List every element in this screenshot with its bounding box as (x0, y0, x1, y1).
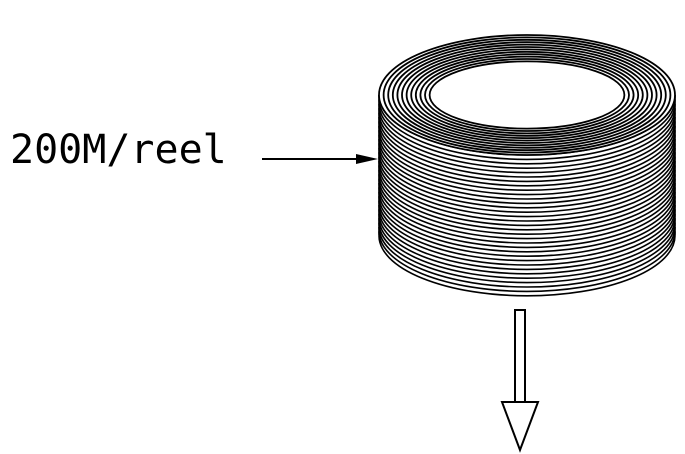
coil-winding-layer (378, 130, 676, 191)
coil-winding-layer (378, 103, 676, 165)
coil-winding-layer (378, 196, 676, 257)
coil-top-ring (382, 36, 672, 154)
coil-winding-layer (378, 231, 676, 293)
coil-winding-layer (378, 191, 676, 253)
coil-winding-layer (378, 174, 676, 235)
coil-top-ring (405, 48, 649, 142)
coil-winding-layer (378, 138, 676, 200)
coil-winding-layer (378, 200, 676, 262)
coil-top-ring (428, 60, 626, 130)
coil-winding-layer (378, 147, 676, 209)
coil-winding-layer (378, 213, 676, 275)
coil-winding-layer (378, 125, 676, 187)
coil-top-ring (410, 50, 644, 140)
down-arrow-icon (500, 309, 540, 453)
coil-winding-layer (378, 218, 676, 279)
coil-winding-layer (378, 156, 676, 218)
coil-winding-layer (378, 143, 676, 205)
coil-winding-layer (378, 178, 676, 240)
coil-layers (378, 94, 676, 297)
coil-winding-layer (378, 134, 676, 196)
coil-winding-layer (378, 235, 676, 297)
coil-winding-layer (378, 165, 676, 227)
coil-winding-layer (378, 108, 676, 169)
coil-top-ring (401, 46, 653, 144)
coil-top-ring (396, 43, 658, 147)
coil-winding-layer (378, 112, 676, 174)
coil-top-ring (387, 38, 667, 152)
reel-length-label: 200M/reel (10, 127, 227, 173)
coil-top-rings (378, 34, 676, 156)
coil-winding-layer (378, 152, 676, 213)
coil-top-ring (414, 53, 640, 137)
coil-winding-layer (378, 121, 676, 183)
coil-top-ring (378, 34, 676, 156)
coil-top-ring (424, 58, 630, 132)
coil-winding-layer (378, 169, 676, 231)
coil-winding-layer (378, 226, 676, 288)
pointer-arrow (262, 154, 378, 164)
coil-winding-layer (378, 116, 676, 178)
coil-winding-layer (378, 222, 676, 284)
coil-winding-layer (378, 99, 676, 161)
coil-winding-layer (378, 160, 676, 222)
coil-winding-layer (378, 209, 676, 271)
coil-winding-layer (378, 187, 676, 249)
coil-winding-layer (378, 182, 676, 244)
coil-winding-layer (378, 204, 676, 266)
coil-top-ring (391, 41, 663, 149)
coil-top-ring (419, 55, 635, 135)
